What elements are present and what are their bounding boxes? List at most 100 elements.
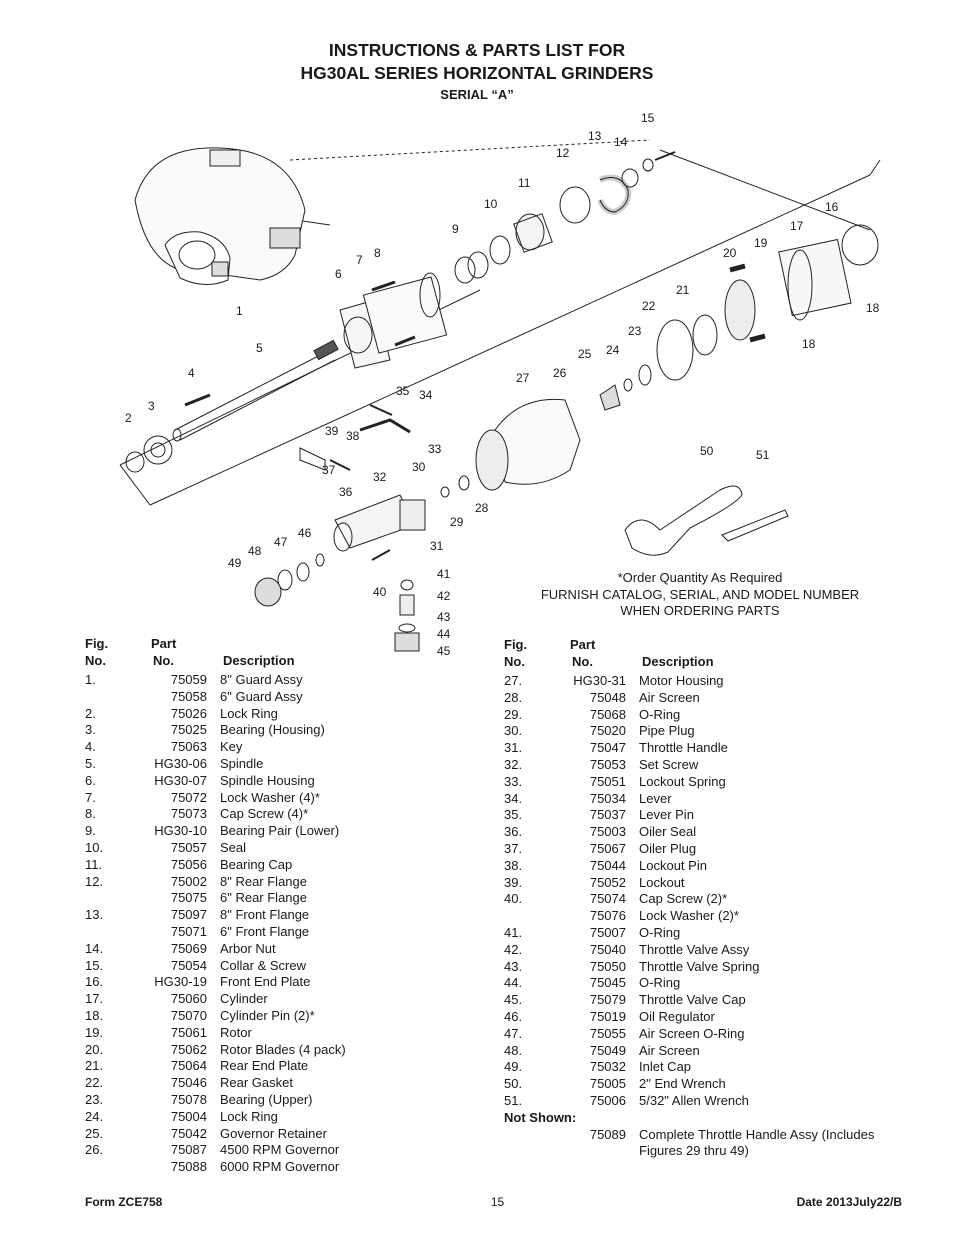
part-description: 8" Rear Flange: [220, 873, 307, 889]
part-description: 8" Guard Assy: [220, 672, 303, 687]
part-description: Pipe Plug: [639, 723, 695, 739]
allen-wrench-drawing: [721, 509, 789, 542]
part-description: Lock Washer (2)*: [639, 908, 739, 924]
part-description: 5/32" Allen Wrench: [639, 1093, 749, 1108]
fig-number: 9.: [85, 823, 96, 839]
part-description: 8" Front Flange: [220, 907, 310, 923]
part-number: 75078: [170, 1092, 207, 1107]
diagram-callout: 14: [614, 135, 628, 149]
form-number: Form ZCE758: [85, 1195, 163, 1209]
diagram-callout: 24: [606, 343, 620, 357]
part-number: 75049: [589, 1042, 626, 1058]
part-number: 75075: [170, 890, 207, 906]
diagram-callout: 44: [437, 627, 451, 641]
diagram-callout: 47: [274, 535, 288, 549]
diagram-callout: 41: [437, 567, 451, 581]
part-description: 6" Front Flange: [220, 924, 310, 939]
part-description: O-Ring: [639, 975, 681, 991]
part-number: 75071: [170, 924, 207, 939]
diagram-callout: 3: [148, 399, 155, 413]
table-row: 1. 75059 8" Guard Assy: [85, 672, 485, 689]
fig-number: 22.: [85, 1075, 104, 1091]
part-description: Rotor Blades (4 pack): [220, 1041, 346, 1057]
diagram-callout: 27: [516, 371, 530, 385]
diagram-callout: 43: [437, 610, 451, 624]
fig-number: 49.: [504, 1059, 523, 1075]
diagram-callout: 9: [452, 222, 459, 236]
fig-number: 12.: [85, 873, 104, 889]
part-number: 75020: [589, 723, 626, 739]
part-number: 75062: [170, 1041, 207, 1057]
spindle-drawing: [172, 339, 339, 442]
note-furnish: FURNISH CATALOG, SERIAL, AND MODEL NUMBE…: [540, 586, 860, 602]
throttle-handle-drawing: [333, 494, 426, 552]
part-description: Lever Pin: [639, 807, 694, 823]
fig-number: 1.: [85, 672, 96, 687]
diagram-callout: 20: [723, 246, 737, 260]
diagram-callout: 28: [475, 501, 489, 515]
part-number: HG30-19: [154, 974, 207, 990]
header-description: Description: [642, 654, 714, 669]
part-number: 75045: [589, 975, 626, 991]
diagram-callout: 30: [412, 460, 426, 474]
fig-number: 6.: [85, 772, 96, 788]
fig-number: 14.: [85, 940, 104, 956]
ordering-notes: *Order Quantity As Required FURNISH CATA…: [500, 570, 900, 620]
table-row: Not Shown:: [504, 1110, 904, 1127]
part-number: 75019: [589, 1009, 626, 1024]
diagram-callout: 4: [188, 366, 195, 380]
part-number: 75003: [589, 824, 626, 840]
part-description: 6" Rear Flange: [220, 890, 307, 906]
part-description: Figures 29 thru 49): [639, 1143, 749, 1159]
part-description: O-Ring: [639, 706, 681, 722]
fig-number: 32.: [504, 757, 523, 772]
fig-number: 46.: [504, 1009, 523, 1024]
part-number: 75059: [170, 672, 207, 687]
motor-housing-drawing: [475, 398, 581, 491]
part-description: Rotor: [220, 1024, 252, 1040]
fig-number: Not Shown:: [504, 1109, 577, 1125]
end-wrench-drawing: [624, 485, 743, 556]
fig-number: 42.: [504, 941, 523, 957]
fig-number: 7.: [85, 789, 96, 805]
part-number: 75067: [589, 841, 626, 856]
fig-number: 48.: [504, 1042, 523, 1058]
diagram-callout: 26: [553, 366, 567, 380]
diagram-callout: 23: [628, 324, 642, 338]
diagram-callout: 11: [518, 176, 531, 190]
part-description: 6000 RPM Governor: [220, 1159, 340, 1175]
part-description: Cylinder Pin (2)*: [220, 1008, 315, 1023]
part-description: Set Screw: [639, 757, 699, 772]
page-title: INSTRUCTIONS & PARTS LIST FOR: [328, 40, 626, 60]
serial-label: SERIAL “A”: [440, 87, 514, 102]
part-description: Complete Throttle Handle Assy (Includes: [639, 1126, 875, 1142]
fig-number: 38.: [504, 857, 523, 873]
diagram-callout: 18: [866, 301, 880, 315]
part-description: Governor Retainer: [220, 1125, 327, 1141]
part-description: Cylinder: [220, 991, 268, 1007]
part-description: Lever: [639, 790, 672, 806]
part-number: 75026: [170, 705, 207, 721]
header-fig-no: No.: [85, 653, 106, 668]
diagram-callout: 16: [825, 200, 839, 214]
